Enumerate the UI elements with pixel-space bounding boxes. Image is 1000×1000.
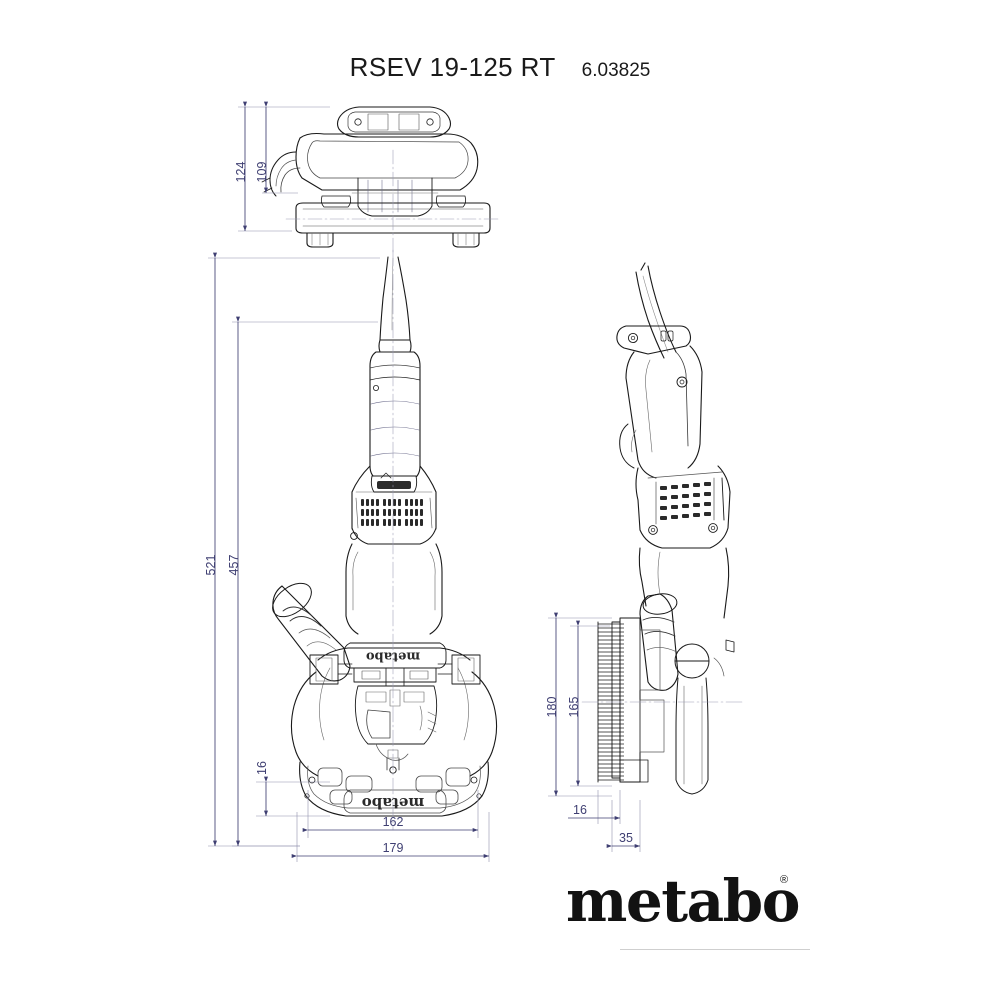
dimension-label-16-side: 16: [573, 803, 587, 817]
ventilation-slots-front: [361, 499, 423, 526]
dimension-label-16-front: 16: [255, 761, 269, 775]
dimension-label-457: 457: [227, 555, 241, 576]
title-code-text: 6.03825: [581, 60, 651, 81]
dimension-label-124: 124: [234, 162, 248, 183]
head-badge-label: metabo: [366, 649, 421, 664]
drawing-title: RSEV 19-125 RT 6.03825: [0, 52, 1000, 83]
dimension-label-35: 35: [619, 831, 633, 845]
dimensions-front-view: [208, 252, 490, 862]
top-view-geometry: [261, 106, 499, 253]
metabo-wordmark: metabo: [566, 867, 800, 935]
drawing-body: metabo metabo: [204, 101, 745, 862]
dimensions-side-view: [548, 612, 641, 852]
dimension-labels-top-view: 124 109: [234, 162, 269, 183]
registered-trademark-icon: ®: [780, 874, 789, 886]
brush-ring-hatching: [598, 623, 624, 781]
title-model-text: RSEV 19-125 RT: [349, 52, 556, 82]
front-view-badges: metabo metabo: [362, 649, 425, 813]
side-view-geometry: [581, 262, 745, 795]
dimension-label-521: 521: [204, 555, 218, 576]
dimensions-top-view: [238, 101, 330, 232]
dimension-label-179: 179: [383, 841, 404, 855]
ventilation-slots-side: [660, 482, 711, 520]
dimension-label-162: 162: [383, 815, 404, 829]
dimension-label-109: 109: [255, 162, 269, 183]
front-view-geometry: [272, 249, 498, 831]
dimension-label-180: 180: [545, 697, 559, 718]
footer-divider: [620, 949, 810, 950]
metabo-logo: metabo ®: [566, 872, 826, 934]
dimension-labels-front-view: 521 457 16 162 179: [204, 555, 403, 855]
dimension-labels-side-view: 180 165 16 35: [545, 697, 633, 845]
base-badge-label: metabo: [362, 794, 425, 812]
dimension-label-165: 165: [567, 697, 581, 718]
